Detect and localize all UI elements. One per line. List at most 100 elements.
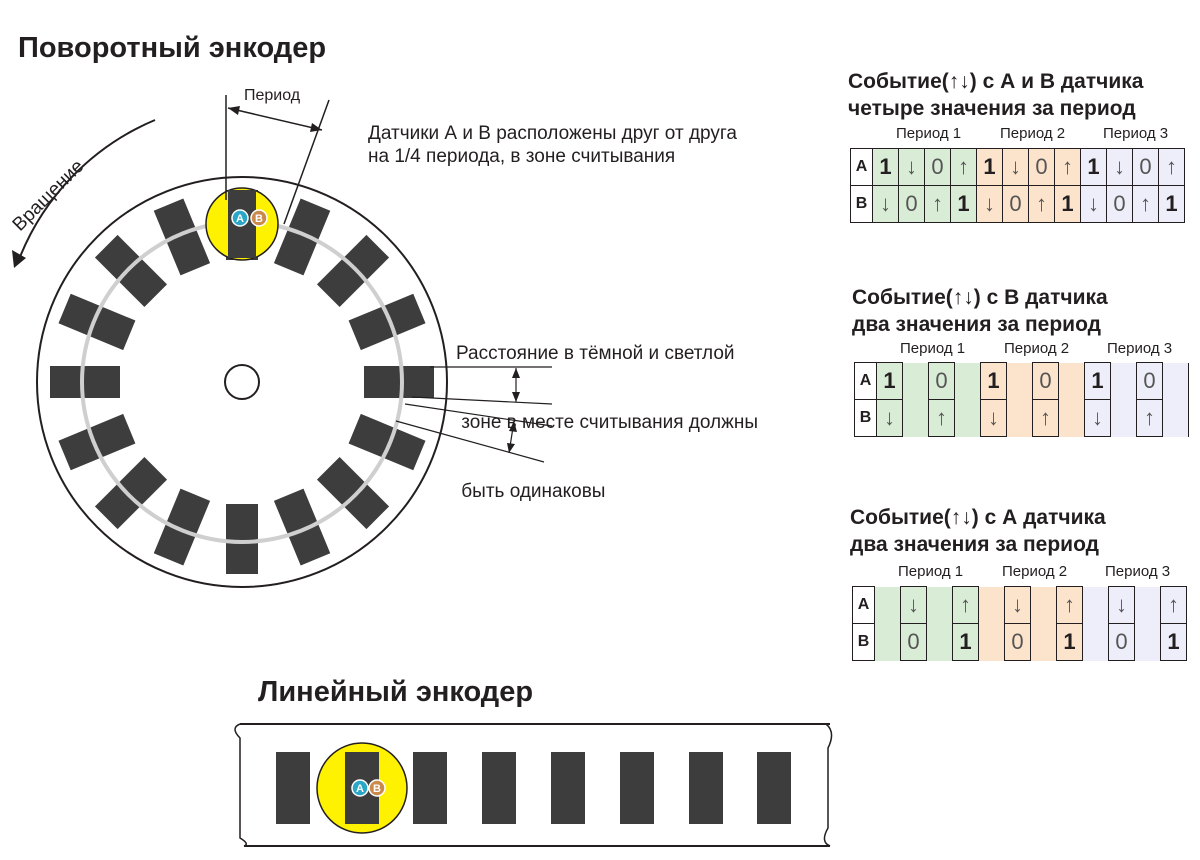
table-cell: ↓ — [900, 586, 927, 624]
table-cell — [954, 362, 981, 400]
table-cell — [874, 623, 901, 661]
table-title-line-2: два значения за период — [850, 533, 1099, 556]
table-cell — [1006, 362, 1033, 400]
table-cell: ↑ — [1160, 586, 1187, 624]
table-cell: 1 — [1084, 362, 1111, 400]
table-cell — [1134, 586, 1161, 624]
title-suffix: ) с А и В датчика — [969, 70, 1144, 93]
row-label: B — [850, 185, 873, 223]
encoder-slot — [226, 504, 258, 574]
svg-text:B: B — [255, 213, 263, 225]
period-header-2: Период 2 — [1004, 340, 1070, 357]
linear-slot — [757, 752, 791, 824]
table-cell — [978, 586, 1005, 624]
table-cell: ↑ — [1028, 185, 1055, 223]
period-label: Период — [244, 87, 301, 104]
table-cell: 1 — [1158, 185, 1185, 223]
sensor-a-icon: A — [231, 209, 249, 227]
encoder-slot — [316, 234, 390, 308]
row-label: A — [852, 586, 875, 624]
distance-note-line-2: зоне в месте считывания должны — [456, 412, 758, 433]
row-label: A — [854, 362, 877, 400]
table-cell: 0 — [1002, 185, 1029, 223]
table-cell: 1 — [980, 362, 1007, 400]
table-cell: ↓ — [898, 148, 925, 186]
table-cell: 0 — [1032, 362, 1059, 400]
encoder-slot — [273, 198, 331, 276]
table-cell: 0 — [900, 623, 927, 661]
period-header-3: Период 3 — [1105, 563, 1171, 580]
table-cell: ↑ — [1032, 399, 1059, 437]
table-cell: ↓ — [980, 399, 1007, 437]
title-prefix: Событие( — [852, 286, 953, 309]
table-cell: 0 — [1136, 362, 1163, 400]
encoder-slot — [153, 488, 211, 566]
table-cell: ↑ — [928, 399, 955, 437]
linear-slot — [413, 752, 447, 824]
table-cell — [1162, 362, 1189, 400]
table-cell: ↑ — [1056, 586, 1083, 624]
table-row: B↓0↑1↓0↑1↓0↑1 — [850, 185, 1185, 223]
encoder-slots — [50, 190, 434, 574]
rotary-encoder-title: Поворотный энкодер — [18, 32, 327, 64]
linear-slot — [276, 752, 310, 824]
distance-note-line-3: быть одинаковы — [456, 481, 606, 502]
table-cell: 0 — [1028, 148, 1055, 186]
table-cell: 0 — [1132, 148, 1159, 186]
table-cell — [1030, 623, 1057, 661]
distance-note: Расстояние в тёмной и светлой зоне в мес… — [456, 296, 758, 526]
linear-encoder-diagram: A B — [234, 723, 833, 847]
table-cell — [926, 586, 953, 624]
svg-text:A: A — [356, 783, 364, 795]
encoder-slot — [94, 234, 168, 308]
table-cell: 1 — [872, 148, 899, 186]
table-title-line-1: Событие(↑↓) с В датчика — [852, 284, 1108, 311]
title-suffix: ) с А датчика — [971, 506, 1106, 529]
table-cell: ↓ — [872, 185, 899, 223]
up-down-arrows-icon: ↑↓ — [952, 286, 974, 309]
table-cell: ↓ — [976, 185, 1003, 223]
linear-slot — [689, 752, 723, 824]
period-line-right — [283, 99, 330, 225]
row-label: B — [854, 399, 877, 437]
table-cell — [978, 623, 1005, 661]
encoder-slot — [364, 366, 434, 398]
table-cell — [1082, 623, 1109, 661]
linear-encoder-title: Линейный энкодер — [258, 676, 534, 708]
table-cell: ↑ — [952, 586, 979, 624]
period-arrow — [227, 107, 323, 131]
table-cell: ↑ — [924, 185, 951, 223]
table-title-line-1: Событие(↑↓) с А и В датчика — [848, 68, 1143, 95]
sensors-note-line-1: Датчики А и В расположены друг от друга — [368, 123, 737, 144]
sensor-b-icon: B — [250, 209, 268, 227]
table-cell — [1058, 399, 1085, 437]
period-header-2: Период 2 — [1002, 563, 1068, 580]
encoder-slot — [316, 456, 390, 530]
table-cell: 0 — [1106, 185, 1133, 223]
table-cell: 0 — [1108, 623, 1135, 661]
svg-text:A: A — [236, 213, 244, 225]
table-cell: 1 — [1160, 623, 1187, 661]
linear-slots — [276, 752, 791, 824]
table-cell — [1030, 586, 1057, 624]
encoder-slot — [273, 488, 331, 566]
period-header-3: Период 3 — [1103, 125, 1169, 142]
title-suffix: ) с В датчика — [973, 286, 1108, 309]
svg-text:B: B — [373, 783, 381, 795]
table-cell — [1134, 623, 1161, 661]
title-prefix: Событие( — [848, 70, 949, 93]
row-label: B — [852, 623, 875, 661]
table-cell — [1058, 362, 1085, 400]
distance-note-line-1: Расстояние в тёмной и светлой — [456, 343, 735, 364]
table-cell: ↑ — [950, 148, 977, 186]
period-header-1: Период 1 — [900, 340, 966, 357]
sensors-note: Датчики А и В расположены друг от друга … — [368, 122, 737, 168]
table-cell: 1 — [1056, 623, 1083, 661]
table-cell: ↓ — [1002, 148, 1029, 186]
table-row: B↓↑↓↑↓↑ — [854, 399, 1189, 437]
